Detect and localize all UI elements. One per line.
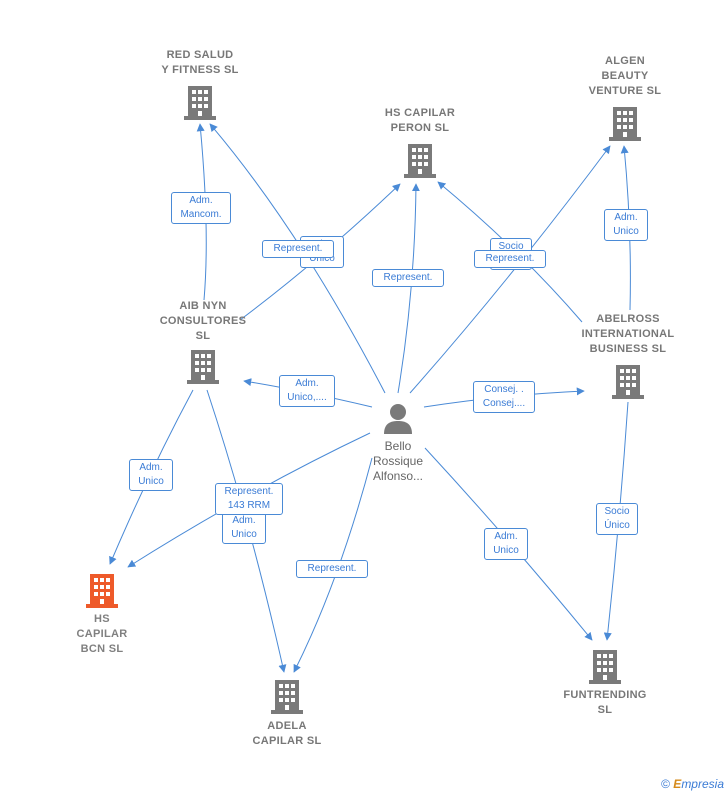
building-icon	[609, 107, 641, 141]
edge-person-peron	[397, 183, 420, 394]
node-label: ALGEN BEAUTY VENTURE SL	[588, 55, 662, 97]
edge-label-adm-unico-mid[interactable]: Adm. Unico	[222, 512, 266, 544]
edge-label-represent-2[interactable]: Represent.	[372, 269, 444, 287]
node-hs-capilar-peron[interactable]: HS CAPILAR PERON SL	[360, 106, 480, 178]
node-funtrending[interactable]: FUNTRENDING SL	[545, 648, 665, 718]
edge-label-represent-143[interactable]: Represent. 143 RRM	[215, 483, 283, 515]
node-abelross[interactable]: ABELROSS INTERNATIONAL BUSINESS SL	[568, 312, 688, 399]
building-icon	[271, 680, 303, 714]
edge-label-represent-1[interactable]: Represent.	[262, 240, 334, 258]
brand-name: mpresia	[681, 777, 724, 791]
edge-label-adm-mancom[interactable]: Adm. Mancom.	[171, 192, 231, 224]
edge-label-adm-unico-algen[interactable]: Adm. Unico	[604, 209, 648, 241]
edge-label-adm-unico-left[interactable]: Adm. Unico	[129, 459, 173, 491]
node-label: FUNTRENDING SL	[563, 689, 647, 716]
edge-label-consej[interactable]: Consej. . Consej....	[473, 381, 535, 413]
brand-initial: E	[673, 777, 682, 791]
edge-label-socio-unico-fun[interactable]: Socio Único	[596, 503, 638, 535]
building-icon	[184, 86, 216, 120]
person-icon	[384, 404, 412, 434]
edge-label-adm-unico-fun[interactable]: Adm. Unico	[484, 528, 528, 560]
node-person[interactable]: Bello Rossique Alfonso...	[356, 403, 440, 484]
node-hs-capilar-bcn[interactable]: HS CAPILAR BCN SL	[50, 572, 154, 657]
node-algen[interactable]: ALGEN BEAUTY VENTURE SL	[565, 54, 685, 141]
edge-label-represent-3[interactable]: Represent.	[474, 250, 546, 268]
node-aib[interactable]: AIB NYN CONSULTORES SL	[143, 299, 263, 384]
node-label: RED SALUD Y FITNESS SL	[161, 49, 239, 76]
edge-label-represent-4[interactable]: Represent.	[296, 560, 368, 578]
building-icon	[187, 350, 219, 384]
empresia-logo: © Empresia	[661, 777, 724, 791]
person-label: Bello Rossique Alfonso...	[372, 439, 424, 483]
copyright-symbol: ©	[661, 777, 670, 791]
node-label: HS CAPILAR PERON SL	[384, 107, 456, 134]
node-adela[interactable]: ADELA CAPILAR SL	[227, 678, 347, 749]
building-icon	[404, 144, 436, 178]
node-label: ADELA CAPILAR SL	[252, 720, 322, 747]
node-label: HS CAPILAR BCN SL	[76, 613, 128, 655]
building-icon	[86, 574, 118, 608]
node-label: AIB NYN CONSULTORES SL	[159, 300, 247, 342]
building-icon	[612, 365, 644, 399]
building-icon	[589, 650, 621, 684]
node-label: ABELROSS INTERNATIONAL BUSINESS SL	[581, 313, 675, 355]
edge-person-algen	[409, 145, 611, 394]
edge-label-adm-unico-aib[interactable]: Adm. Unico,....	[279, 375, 335, 407]
node-red-salud[interactable]: RED SALUD Y FITNESS SL	[140, 48, 260, 120]
